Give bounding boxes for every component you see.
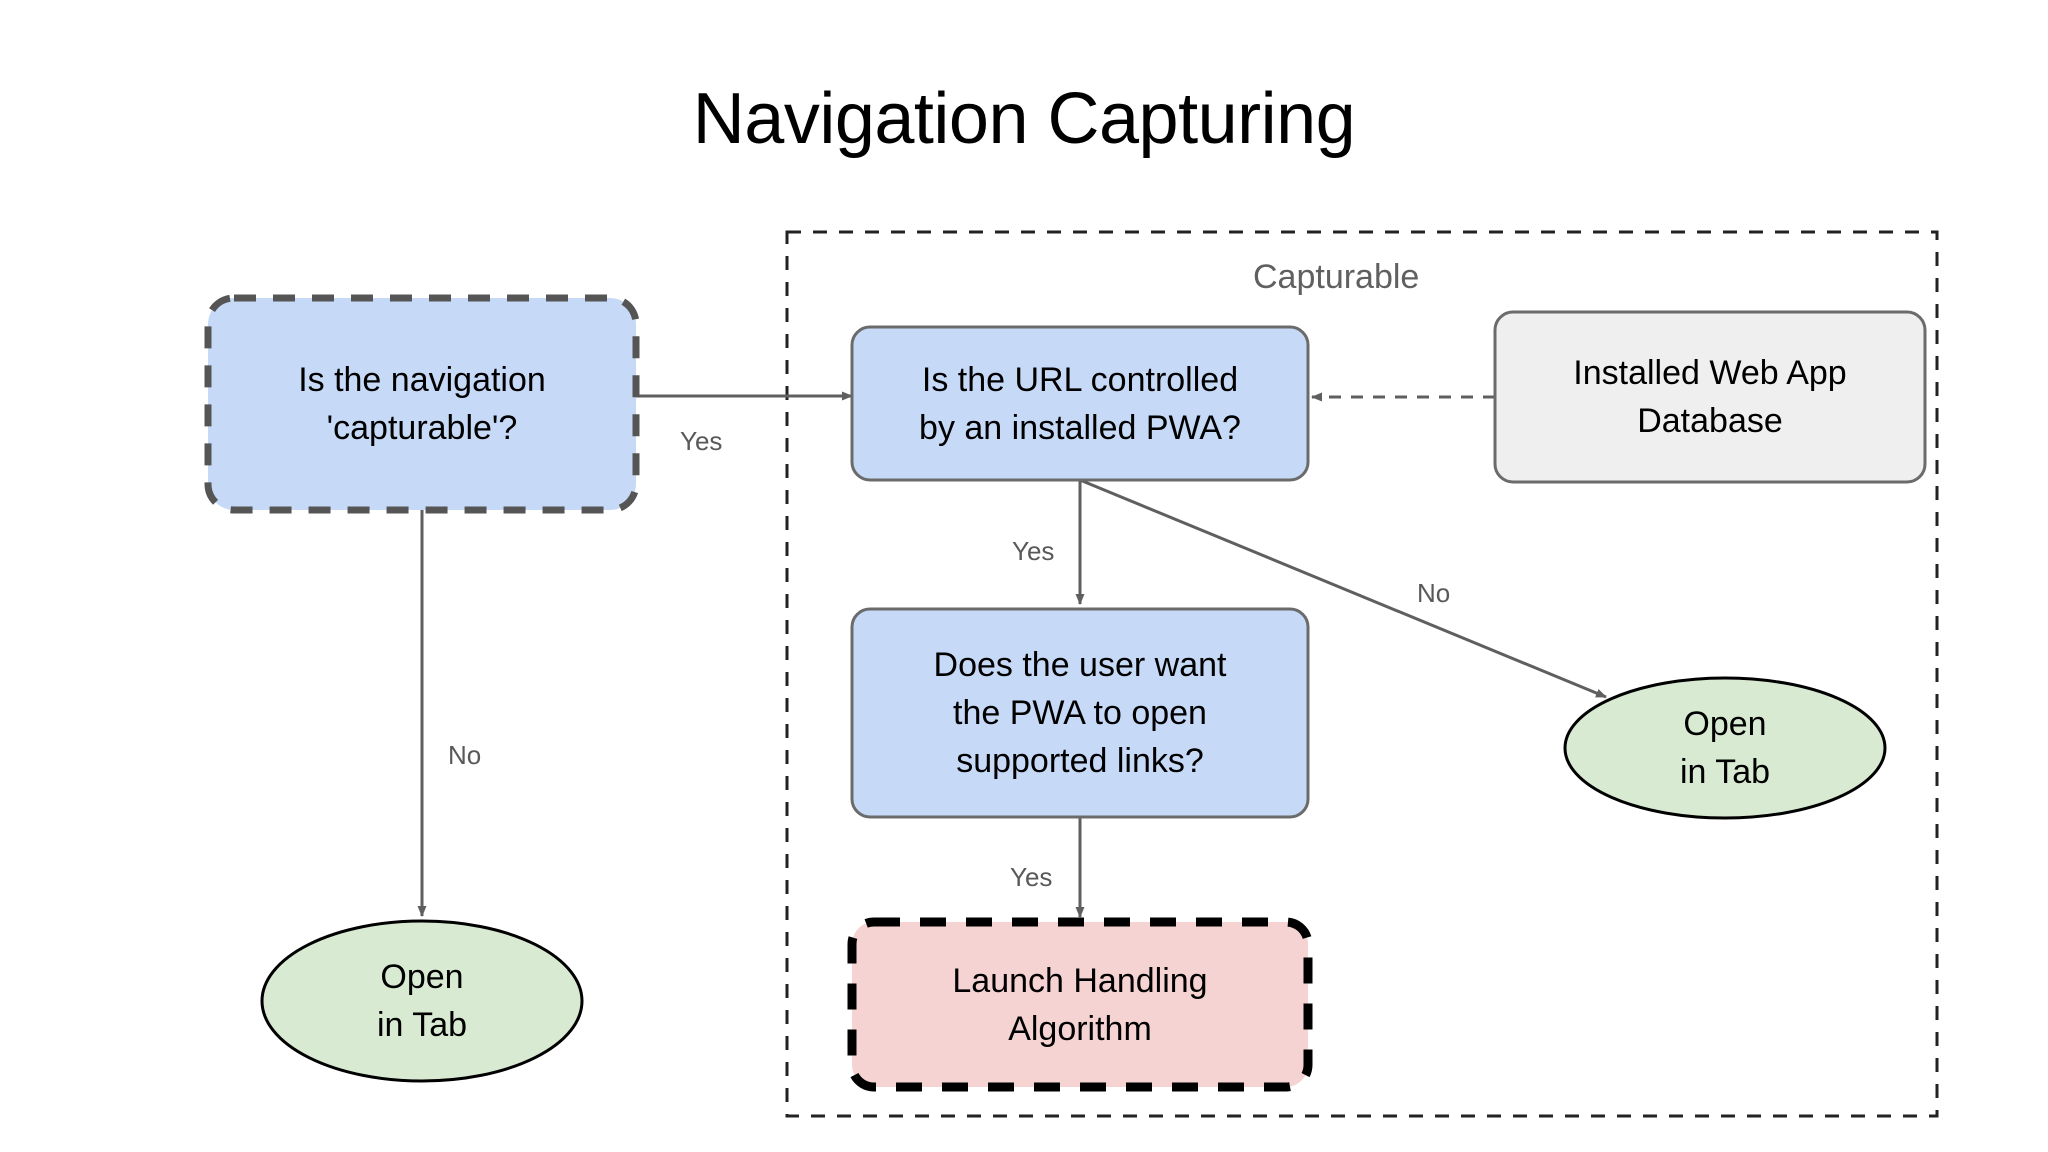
node-does-user-want-pwa-open-links[interactable]: [850, 607, 1310, 819]
edges: [417, 391, 1607, 918]
node-is-url-controlled-by-pwa[interactable]: [850, 325, 1310, 482]
node-launch-handling-algorithm[interactable]: [847, 917, 1313, 1092]
node-installed-web-app-database[interactable]: [1493, 310, 1927, 484]
edge-capturable-yes-label: Yes: [680, 426, 723, 456]
group-border-capturable-group: [785, 230, 1939, 1118]
group-label-capturable-group: Capturable: [1253, 258, 1420, 296]
node-open-in-tab-left[interactable]: [260, 919, 584, 1083]
edge-user-yes-label: Yes: [1010, 862, 1053, 892]
nodes: [204, 294, 1927, 1092]
edge-capturable-no-label: No: [448, 740, 482, 770]
page-title: Navigation Capturing: [692, 79, 1356, 159]
edge-url-no-label: No: [1417, 578, 1451, 608]
edge-url-no: [1079, 478, 1607, 699]
node-is-navigation-capturable[interactable]: [204, 294, 640, 514]
edge-url-yes-label: Yes: [1012, 536, 1055, 566]
group-containers: [785, 230, 1939, 1118]
node-open-in-tab-right[interactable]: [1563, 676, 1887, 820]
